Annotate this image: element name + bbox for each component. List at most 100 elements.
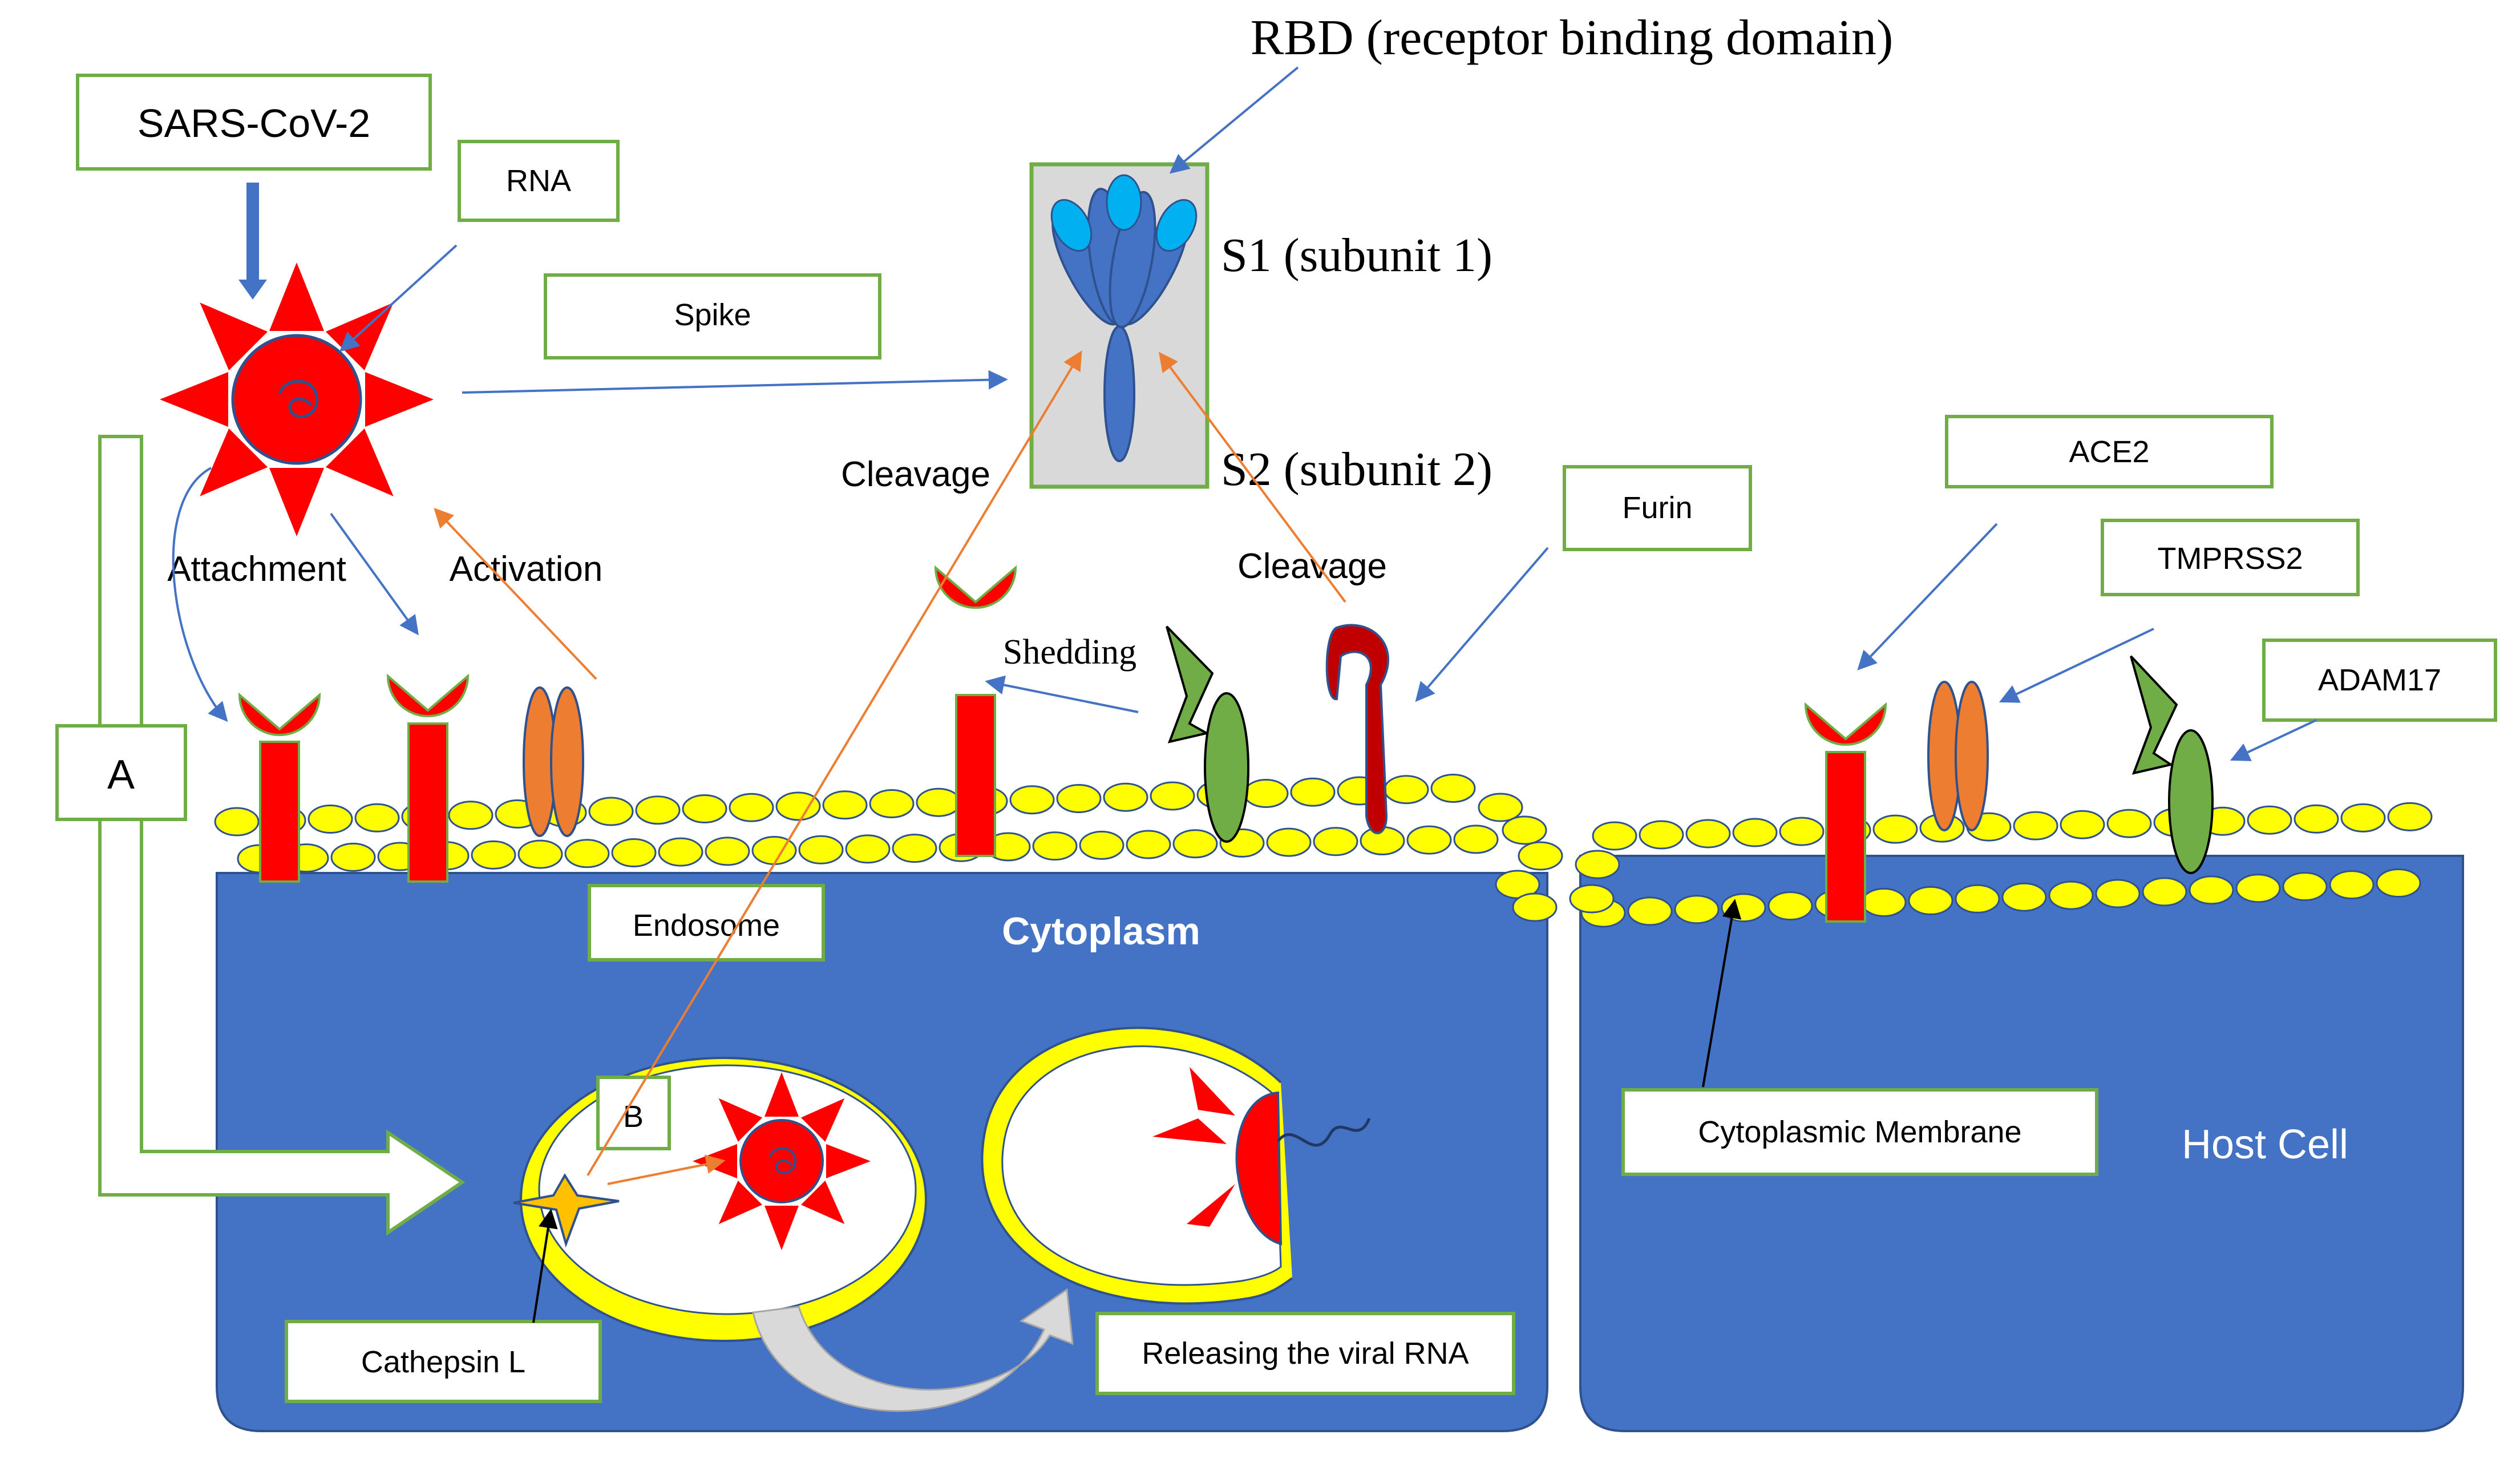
virus-icon: [160, 262, 434, 536]
endosome-box: Endosome: [588, 884, 825, 961]
releasing-label: Releasing the viral RNA: [1142, 1336, 1469, 1371]
ace2-receptor: [1804, 702, 1887, 923]
sars-box: SARS-CoV-2: [76, 74, 432, 171]
lipid-bead: [1313, 827, 1358, 856]
lipid-bead: [1126, 830, 1171, 859]
virus-spike: [269, 468, 324, 536]
lipid-bead: [1872, 814, 1918, 844]
lipid-bead: [611, 838, 657, 867]
arrow-sars-down: [238, 183, 267, 300]
lipid-bead: [798, 835, 844, 864]
lipid-bead: [471, 840, 516, 870]
lipid-bead: [588, 797, 634, 826]
lipid-bead: [1266, 827, 1312, 857]
lipid-bead: [308, 804, 353, 834]
tmprss2-label: TMPRSS2: [2157, 542, 2303, 576]
lipid-bead: [916, 787, 961, 817]
virus-spike: [325, 428, 394, 496]
lipid-bead: [775, 791, 821, 821]
furin-label: Furin: [1622, 491, 1692, 525]
lipid-bead: [1453, 825, 1499, 854]
rbd-icon: [1155, 199, 1198, 252]
cathepsin-box: Cathepsin L: [285, 1320, 602, 1403]
furin-protein: [1325, 624, 1389, 834]
lipid-bead: [1406, 825, 1452, 855]
lipid-bead: [2048, 880, 2094, 910]
ace2-label: ACE2: [2069, 435, 2149, 469]
virus-spike: [826, 1144, 871, 1178]
rna-label: RNA: [506, 164, 571, 198]
lipid-bead: [2095, 879, 2141, 908]
lipid-bead: [2001, 882, 2047, 912]
spike-box: Spike: [544, 273, 881, 359]
s1-label: S1 (subunit 1): [1221, 229, 1492, 282]
furin-box: Furin: [1563, 465, 1752, 551]
lipid-bead: [2060, 810, 2105, 839]
virus-in-endosome-icon: [693, 1072, 871, 1250]
lipid-bead: [1172, 829, 1218, 859]
lipid-bead: [822, 790, 868, 820]
virus-spike: [160, 372, 228, 427]
lipid-bead: [892, 834, 937, 863]
lipid-bead: [517, 839, 563, 869]
virus-spike: [200, 302, 268, 371]
cleavage-left-label: Cleavage: [841, 455, 990, 494]
lipid-bead: [1861, 887, 1907, 917]
lipid-bead: [1243, 778, 1289, 808]
curved-transition-arrow: [752, 1288, 1074, 1412]
virus-spike: [718, 1180, 763, 1225]
lipid-bead: [1767, 891, 1813, 921]
lipid-bead: [1502, 815, 1547, 845]
ace2-box: ACE2: [1945, 415, 2274, 488]
lipid-bead: [1009, 785, 1055, 815]
lipid-bead: [1674, 895, 1720, 924]
lipid-bead: [564, 839, 610, 868]
lipid-bead: [1518, 841, 1563, 871]
ace2-receptor: [386, 673, 470, 883]
virus-spike: [765, 1206, 799, 1250]
b-box: B: [596, 1076, 671, 1150]
host-cell-label: Host Cell: [2182, 1122, 2348, 1167]
tmprss2-box: TMPRSS2: [2101, 519, 2360, 596]
lipid-bead: [729, 793, 774, 822]
lipid-bead: [2013, 811, 2058, 840]
rna-box: RNA: [458, 140, 620, 222]
lipid-bead: [1384, 775, 1429, 805]
lipid-bead: [1575, 850, 1620, 879]
lipid-bead: [1478, 793, 1523, 822]
cleavage-right-label: Cleavage: [1237, 547, 1387, 586]
lipid-bead: [2376, 868, 2421, 898]
cyto-membrane-label: Cytoplasmic Membrane: [1698, 1115, 2021, 1149]
b-label: B: [623, 1100, 644, 1134]
ace2-receptor-stalk: [955, 694, 996, 857]
lipid-bead: [705, 837, 750, 866]
s2-label: S2 (subunit 2): [1221, 443, 1492, 496]
lipid-bead: [2189, 875, 2234, 905]
lipid-bead: [1732, 818, 1778, 847]
lipid-bead: [1103, 782, 1148, 812]
spike-label: Spike: [674, 298, 751, 332]
shedding-label: Shedding: [1003, 633, 1136, 672]
attachment-label: Attachment: [167, 549, 346, 589]
adam17-label: ADAM17: [2318, 663, 2441, 697]
cytoplasm-label: Cytoplasm: [1002, 910, 1200, 953]
adam17-protein: [1166, 625, 1249, 843]
lipid-bead: [2387, 802, 2433, 831]
lipid-bead: [1721, 893, 1766, 923]
lipid-bead: [1056, 783, 1102, 813]
virus-spike: [800, 1180, 845, 1225]
lipid-bead: [330, 842, 376, 872]
lipid-bead: [1592, 821, 1637, 851]
ace2-receptor: [238, 692, 321, 883]
lipid-bead: [2294, 804, 2339, 834]
virus-spike: [269, 262, 324, 331]
lipid-bead: [869, 789, 915, 818]
lipid-bead: [1290, 777, 1336, 807]
tmprss2-protein: [1927, 681, 1989, 831]
lipid-bead: [1779, 817, 1825, 846]
virus-spike: [200, 428, 268, 496]
lipid-bead: [2247, 805, 2292, 835]
releasing-vesicle: [981, 1027, 1371, 1305]
